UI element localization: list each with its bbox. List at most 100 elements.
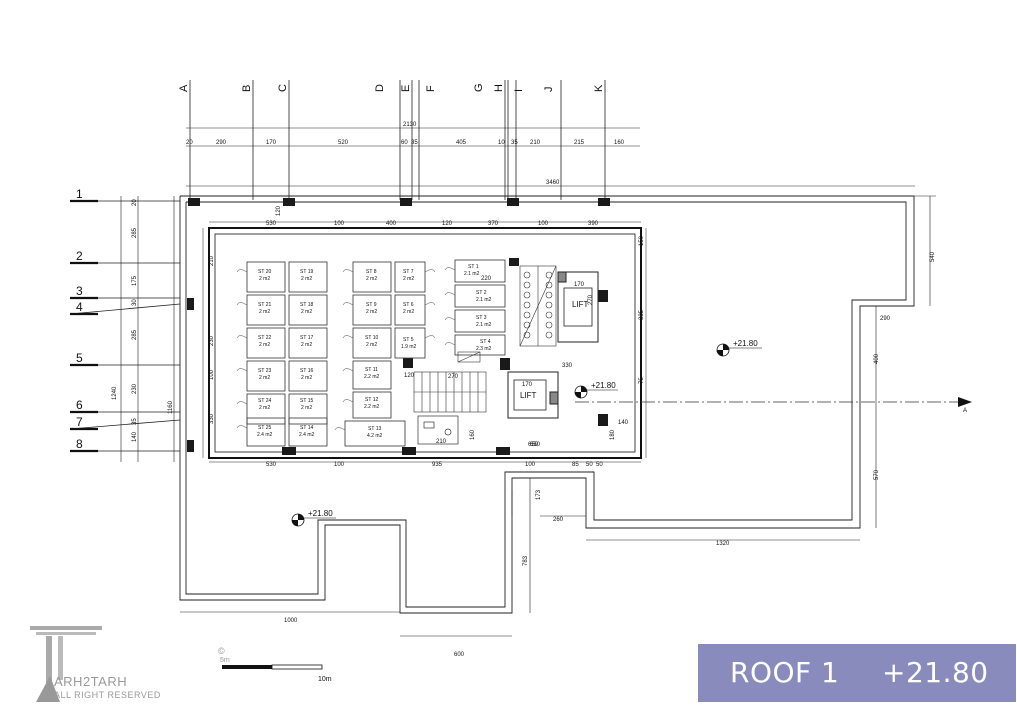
svg-text:540: 540 (930, 251, 936, 262)
svg-text:1320: 1320 (716, 541, 730, 547)
svg-text:285: 285 (132, 329, 138, 340)
svg-text:100: 100 (538, 221, 549, 227)
svg-text:ST 5: ST 5 (403, 337, 414, 343)
svg-text:ST 22: ST 22 (258, 335, 271, 341)
grid-label-e: E (400, 85, 412, 92)
svg-text:2 m2: 2 m2 (366, 342, 377, 348)
svg-text:150: 150 (639, 235, 645, 246)
svg-text:520: 520 (338, 140, 349, 146)
room-labels-right: ST 12.1 m2 ST 22.1 m2 ST 32.1 m2 ST 42.3… (464, 264, 492, 352)
svg-text:530: 530 (266, 462, 277, 468)
svg-text:ST 14: ST 14 (300, 425, 313, 431)
dim-overall-top: 2130 (403, 122, 417, 128)
svg-text:2 m2: 2 m2 (366, 309, 377, 315)
svg-text:50: 50 (596, 462, 603, 468)
svg-text:ST 1: ST 1 (468, 264, 479, 270)
arh2tarh-logo-icon (30, 626, 102, 702)
grid-label-3: 3 (76, 284, 83, 298)
svg-text:120: 120 (276, 205, 282, 216)
logo-name: ARH2TARH (54, 674, 128, 689)
svg-text:2 m2: 2 m2 (403, 309, 414, 315)
svg-text:35: 35 (511, 140, 518, 146)
grid-letter-labels: A B C D E F G H I J K (178, 83, 605, 92)
svg-text:140: 140 (618, 420, 629, 426)
svg-text:100: 100 (209, 369, 215, 380)
lift-upper-label: LIFT (572, 300, 589, 309)
level-marker-core: +21.80 (574, 381, 618, 399)
svg-text:2 m2: 2 m2 (366, 276, 377, 282)
svg-text:2 m2: 2 m2 (301, 342, 312, 348)
level-marker-right: +21.80 (716, 339, 762, 357)
svg-text:2 m2: 2 m2 (259, 342, 270, 348)
grid-label-1: 1 (76, 187, 83, 201)
svg-text:173: 173 (536, 489, 542, 500)
svg-text:2 m2: 2 m2 (301, 309, 312, 315)
svg-text:783: 783 (523, 555, 529, 566)
door-swings (236, 267, 456, 431)
svg-text:ST 18: ST 18 (300, 302, 313, 308)
svg-text:2 m2: 2 m2 (259, 405, 270, 411)
svg-text:ST 24: ST 24 (258, 398, 271, 404)
svg-text:2 m2: 2 m2 (403, 276, 414, 282)
grid-label-k: K (593, 84, 605, 92)
svg-text:220: 220 (481, 276, 492, 282)
level-marker-left: +21.80 (291, 509, 336, 527)
svg-text:1000: 1000 (284, 618, 298, 624)
svg-text:1160: 1160 (168, 400, 174, 414)
wc (417, 415, 459, 445)
svg-text:ST 6: ST 6 (403, 302, 414, 308)
svg-text:2 m2: 2 m2 (301, 375, 312, 381)
grid-number-labels (70, 199, 98, 453)
logo-rights: ALL RIGHT RESERVED (54, 690, 161, 700)
svg-text:390: 390 (588, 221, 599, 227)
dim-overall-roof: 3460 (546, 180, 560, 186)
grid-numbers (69, 200, 181, 452)
section-arrow-icon (958, 397, 972, 407)
grid-label-d: D (374, 84, 386, 92)
svg-text:2.1 m2: 2.1 m2 (476, 297, 492, 303)
svg-text:10: 10 (498, 140, 505, 146)
room-labels-middle: ST 82 m2 ST 92 m2 ST 102 m2 ST 112.2 m2 … (364, 269, 417, 439)
svg-text:2.2 m2: 2.2 m2 (364, 404, 380, 410)
svg-text:2.4 m2: 2.4 m2 (257, 432, 273, 438)
svg-text:370: 370 (488, 221, 499, 227)
scale-bar (222, 664, 323, 670)
svg-text:20: 20 (186, 140, 193, 146)
stair-upper (519, 265, 557, 347)
svg-text:ST 3: ST 3 (476, 315, 487, 321)
lift-upper (557, 271, 599, 343)
top-dimension-values: 20 290 170 520 60 35 405 10 35 210 215 1… (186, 140, 625, 146)
svg-text:2.4 m2: 2.4 m2 (299, 432, 315, 438)
svg-text:335: 335 (639, 309, 645, 320)
scale-label-10m: 10m (318, 676, 332, 683)
svg-text:ST 13: ST 13 (368, 426, 381, 432)
svg-text:120: 120 (404, 373, 415, 379)
grid-label-i: I (513, 89, 525, 92)
svg-text:4.2 m2: 4.2 m2 (367, 433, 383, 439)
grid-label-j: J (543, 87, 555, 93)
svg-text:2.2 m2: 2.2 m2 (364, 374, 380, 380)
copyright-mark: © (218, 646, 225, 656)
svg-text:230: 230 (209, 335, 215, 346)
svg-text:285: 285 (132, 227, 138, 238)
grid-label-6: 6 (76, 398, 83, 412)
svg-text:2 m2: 2 m2 (301, 276, 312, 282)
svg-text:570: 570 (874, 469, 880, 480)
grid-label-8: 8 (76, 437, 83, 451)
svg-text:1.9 m2: 1.9 m2 (401, 344, 417, 350)
lift-lower-label: LIFT (520, 391, 537, 400)
svg-text:ST 16: ST 16 (300, 368, 313, 374)
svg-text:170: 170 (522, 382, 533, 388)
svg-text:ST 11: ST 11 (365, 367, 378, 373)
grid-label-2: 2 (76, 249, 83, 263)
grid-label-g: G (473, 83, 485, 92)
svg-text:ST 25: ST 25 (258, 425, 271, 431)
svg-text:ST 10: ST 10 (365, 335, 378, 341)
svg-text:175: 175 (132, 275, 138, 286)
svg-text:210: 210 (209, 255, 215, 266)
svg-text:120: 120 (442, 221, 453, 227)
svg-text:50: 50 (586, 462, 593, 468)
grid-label-f: F (425, 85, 437, 92)
svg-text:100: 100 (334, 462, 345, 468)
